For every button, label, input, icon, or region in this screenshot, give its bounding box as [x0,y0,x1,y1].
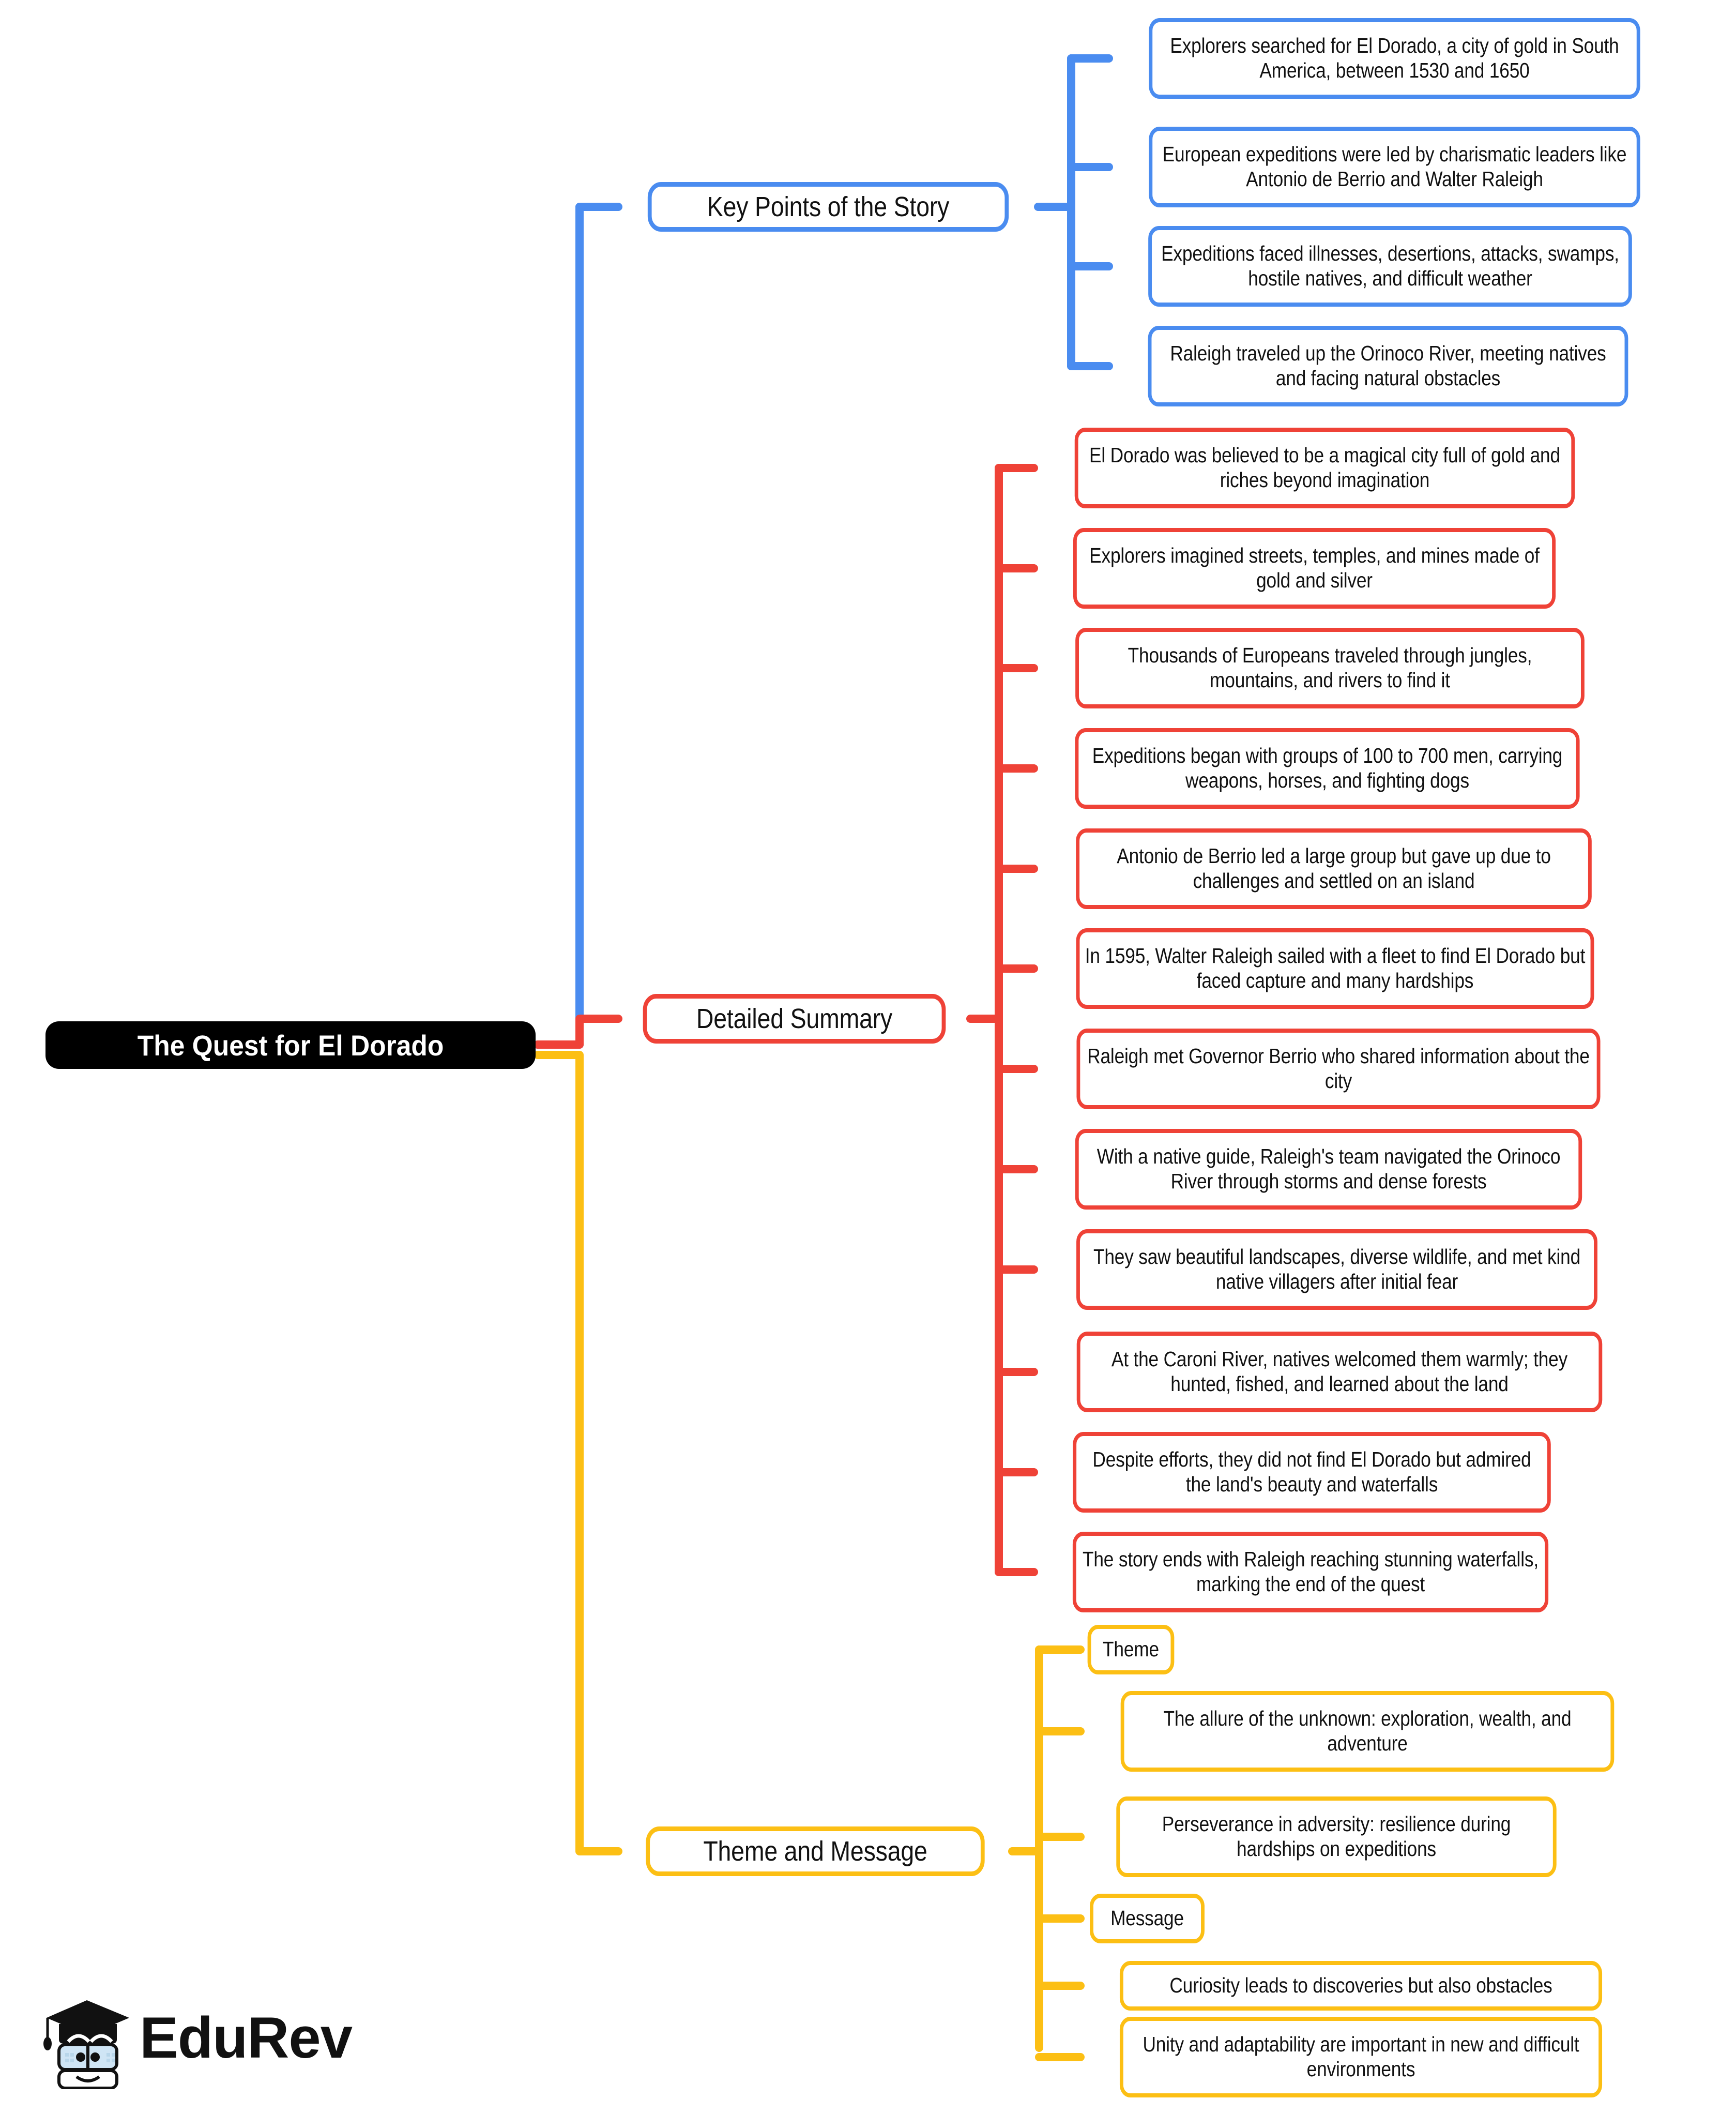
leaf-text: Despite efforts, they did not find El Do… [1092,1447,1531,1496]
edurev-logo[interactable]: EduRev [36,1986,367,2094]
leaf-text: With a native guide, Raleigh's team navi… [1097,1144,1561,1193]
branch-detailed-summary[interactable]: Detailed Summary [643,994,946,1044]
leaf-node[interactable]: Raleigh traveled up the Orinoco River, m… [1148,326,1628,406]
leaf-text: El Dorado was believed to be a magical c… [1089,443,1560,492]
leaf-text: European expeditions were led by charism… [1162,142,1627,191]
leaf-text: Expeditions began with groups of 100 to … [1092,744,1563,792]
leaf-node[interactable]: Curiosity leads to discoveries but also … [1119,1961,1603,2011]
leaf-node[interactable]: Theme [1087,1625,1175,1674]
leaf-text: At the Caroni River, natives welcomed th… [1111,1347,1568,1396]
leaf-node[interactable]: Explorers imagined streets, temples, and… [1073,528,1556,609]
root-node[interactable]: The Quest for El Dorado [45,1021,536,1069]
leaf-text: Curiosity leads to discoveries but also … [1169,1973,1552,1998]
leaf-node[interactable]: In 1595, Walter Raleigh sailed with a fl… [1076,928,1594,1009]
leaf-node[interactable]: European expeditions were led by charism… [1149,127,1640,207]
leaf-node[interactable]: The story ends with Raleigh reaching stu… [1072,1532,1549,1612]
leaf-text: The allure of the unknown: exploration, … [1163,1707,1572,1755]
root-label: The Quest for El Dorado [137,1029,444,1062]
leaf-text: Explorers imagined streets, temples, and… [1089,543,1540,592]
leaf-text: In 1595, Walter Raleigh sailed with a fl… [1085,944,1586,992]
leaf-text: Message [1110,1906,1184,1930]
leaf-node[interactable]: With a native guide, Raleigh's team navi… [1075,1129,1582,1210]
leaf-node[interactable]: Expeditions began with groups of 100 to … [1075,728,1580,809]
leaf-node[interactable]: Antonio de Berrio led a large group but … [1076,828,1592,909]
edurev-mascot-icon [43,2000,129,2089]
leaf-text: Antonio de Berrio led a large group but … [1117,844,1551,893]
leaf-node[interactable]: At the Caroni River, natives welcomed th… [1076,1332,1603,1412]
leaf-node[interactable]: The allure of the unknown: exploration, … [1120,1691,1615,1772]
leaf-node[interactable]: Raleigh met Governor Berrio who shared i… [1076,1029,1601,1109]
leaf-node[interactable]: Thousands of Europeans traveled through … [1075,628,1585,708]
leaf-text: Explorers searched for El Dorado, a city… [1170,34,1619,82]
leaf-text: Raleigh traveled up the Orinoco River, m… [1170,341,1606,390]
leaf-node[interactable]: El Dorado was believed to be a magical c… [1074,428,1575,508]
branch-key-points[interactable]: Key Points of the Story [647,182,1009,232]
leaf-text: They saw beautiful landscapes, diverse w… [1093,1245,1581,1293]
branch-label: Theme and Message [703,1835,927,1867]
branch-label: Key Points of the Story [707,191,950,222]
leaf-text: Thousands of Europeans traveled through … [1128,643,1532,692]
leaf-node[interactable]: Message [1090,1894,1205,1943]
edurev-wordmark: EduRev [140,2005,353,2070]
leaf-node[interactable]: Despite efforts, they did not find El Do… [1073,1432,1551,1513]
leaf-text: Theme [1103,1637,1159,1662]
leaf-text: Raleigh met Governor Berrio who shared i… [1087,1044,1590,1093]
leaf-text: Unity and adaptability are important in … [1143,2032,1579,2081]
leaf-node[interactable]: Perseverance in adversity: resilience du… [1116,1796,1557,1877]
leaf-node[interactable]: They saw beautiful landscapes, diverse w… [1076,1229,1597,1310]
leaf-node[interactable]: Explorers searched for El Dorado, a city… [1149,18,1640,99]
leaf-node[interactable]: Unity and adaptability are important in … [1119,2017,1603,2097]
branch-theme-and-message[interactable]: Theme and Message [646,1826,985,1876]
leaf-node[interactable]: Expeditions faced illnesses, desertions,… [1148,226,1632,307]
leaf-text: Perseverance in adversity: resilience du… [1162,1812,1511,1861]
leaf-text: The story ends with Raleigh reaching stu… [1083,1547,1539,1596]
branch-label: Detailed Summary [696,1003,893,1034]
leaf-text: Expeditions faced illnesses, desertions,… [1161,241,1619,290]
